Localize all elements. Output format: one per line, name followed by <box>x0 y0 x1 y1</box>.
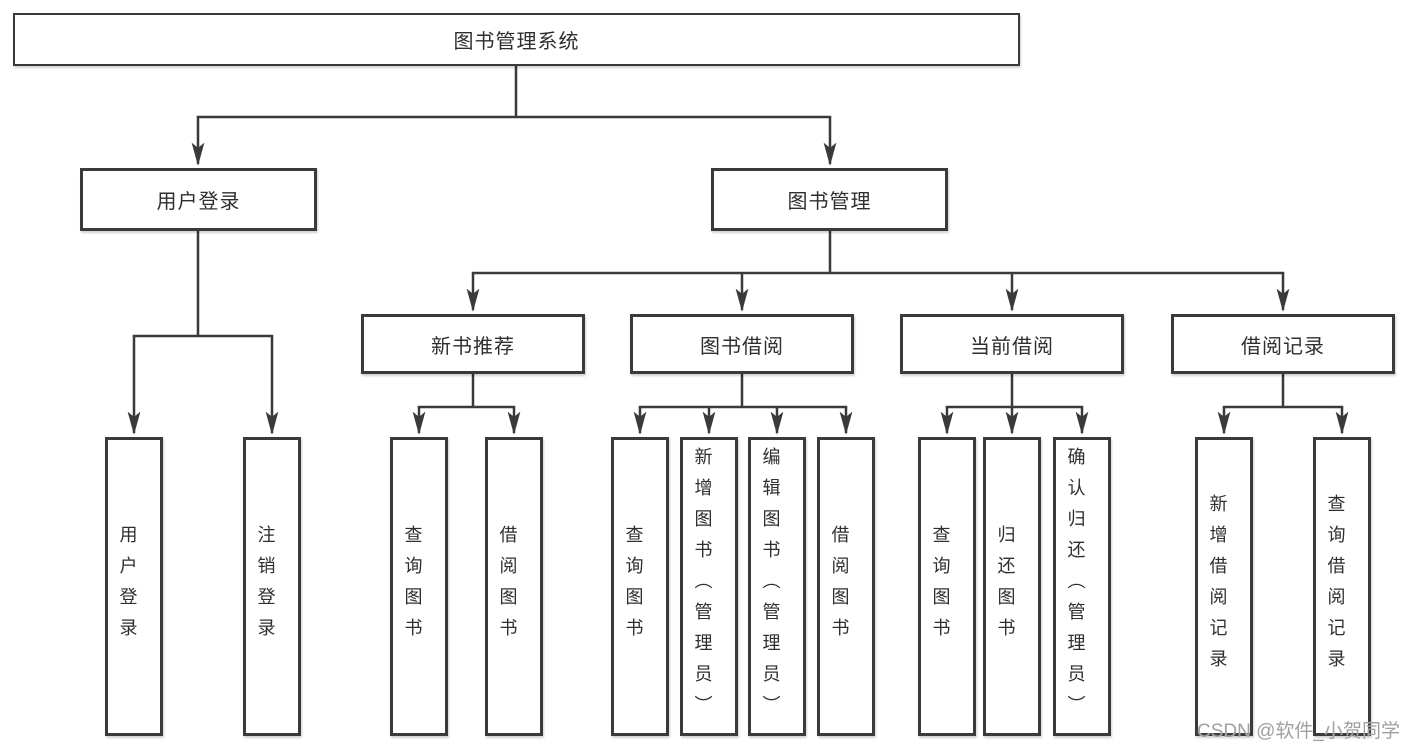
node-leaf-user-login: 用户登录 <box>105 437 163 736</box>
node-leaf-confirm-return-admin: 确认归还（管理员） <box>1053 437 1111 736</box>
node-leaf-return-books: 归还图书 <box>983 437 1041 736</box>
node-label: 新增图书（管理员） <box>692 447 713 726</box>
node-leaf-query-books: 查询图书 <box>918 437 976 736</box>
node-label: 确认归还（管理员） <box>1065 447 1086 726</box>
node-label: 图书管理 <box>787 191 872 213</box>
node-leaf-borrow-books: 借阅图书 <box>485 437 543 736</box>
node-label: 新书推荐 <box>431 335 515 358</box>
node-label: 查询图书 <box>402 524 423 649</box>
node-leaf-query-borrow-record: 查询借阅记录 <box>1313 437 1371 736</box>
node-label: 查询借阅记录 <box>1325 493 1346 680</box>
node-label: 借阅图书 <box>829 524 850 649</box>
node-leaf-query-books: 查询图书 <box>390 437 448 736</box>
node-book-borrowing: 图书借阅 <box>630 314 854 374</box>
node-label: 归还图书 <box>995 524 1016 649</box>
node-borrow-records: 借阅记录 <box>1171 314 1395 374</box>
node-label: 编辑图书（管理员） <box>760 447 781 726</box>
node-label: 查询图书 <box>623 524 644 649</box>
node-label: 用户登录 <box>117 524 138 649</box>
node-label: 用户登录 <box>156 191 241 213</box>
node-label: 借阅记录 <box>1241 335 1325 358</box>
node-library-system: 图书管理系统 <box>13 13 1020 66</box>
node-label: 借阅图书 <box>497 524 518 649</box>
node-new-book-recommend: 新书推荐 <box>361 314 585 374</box>
node-label: 当前借阅 <box>970 335 1054 358</box>
node-leaf-query-books: 查询图书 <box>611 437 669 736</box>
node-leaf-add-borrow-record: 新增借阅记录 <box>1195 437 1253 736</box>
node-user-login: 用户登录 <box>80 168 317 231</box>
node-label: 图书借阅 <box>700 335 784 358</box>
node-current-borrowing: 当前借阅 <box>900 314 1124 374</box>
node-leaf-add-books-admin: 新增图书（管理员） <box>680 437 738 736</box>
node-leaf-logout: 注销登录 <box>243 437 301 736</box>
node-label: 新增借阅记录 <box>1207 493 1228 680</box>
node-leaf-borrow-books: 借阅图书 <box>817 437 875 736</box>
node-label: 查询图书 <box>930 524 951 649</box>
node-label: 注销登录 <box>255 524 276 649</box>
node-label: 图书管理系统 <box>453 31 580 53</box>
node-leaf-edit-books-admin: 编辑图书（管理员） <box>748 437 806 736</box>
csdn-watermark: CSDN @软件_小贺同学 <box>1197 721 1400 742</box>
node-book-management: 图书管理 <box>711 168 948 231</box>
